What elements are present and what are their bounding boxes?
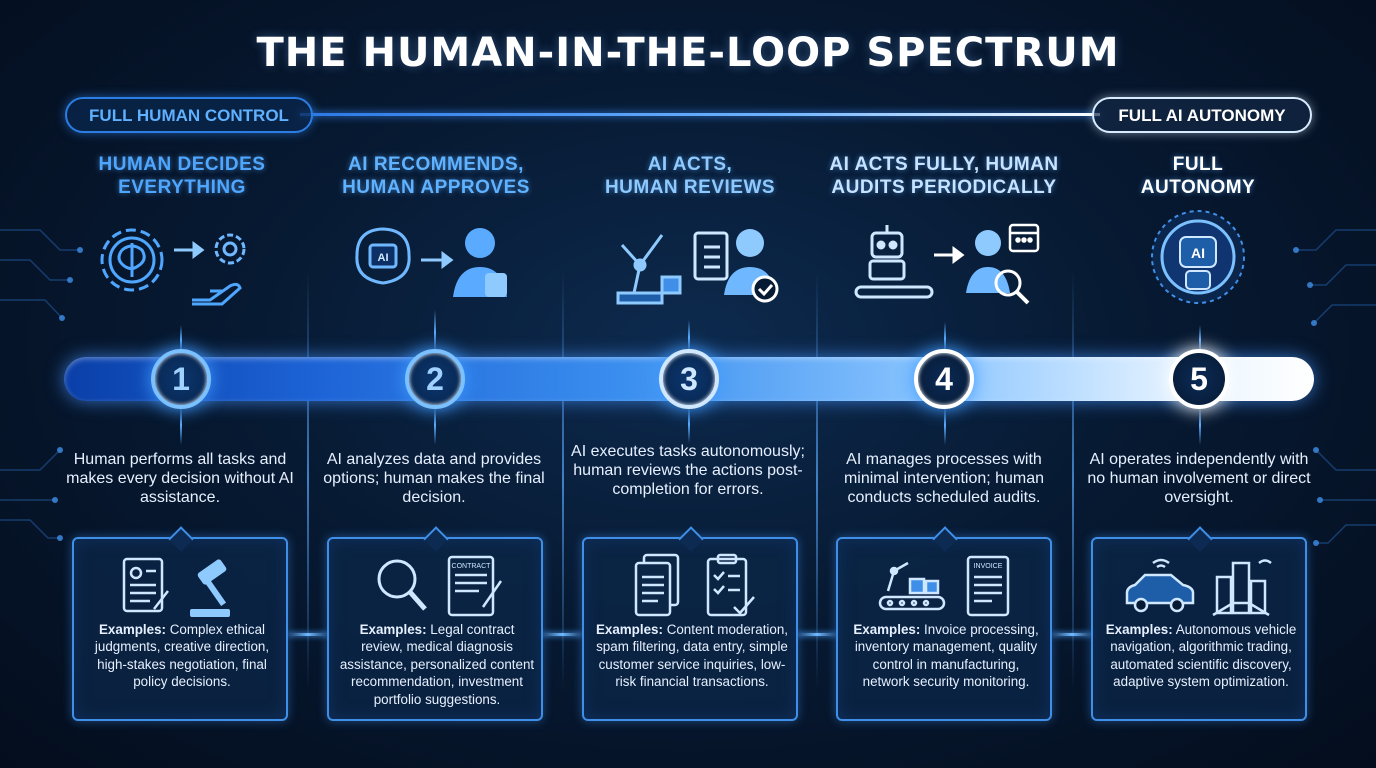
stage-2-description: AI analyzes data and provides options; h… — [323, 451, 545, 506]
factory-conveyor-icon — [878, 561, 946, 611]
stage-1-connector-bottom — [180, 405, 182, 445]
stage-3-connector-top — [688, 320, 690, 355]
full-ai-autonomy-label: FULL AI AUTONOMY — [1092, 97, 1312, 133]
stage-4-examples: Examples: Invoice processing, inventory … — [853, 622, 1039, 690]
stage-1-examples: Examples: Complex ethical judgments, cre… — [94, 622, 270, 690]
person-check-icon — [724, 229, 779, 303]
arrow-right-icon — [934, 246, 965, 264]
person-magnifier-icon — [966, 230, 1030, 305]
ai-robot-label: AI — [1191, 245, 1205, 261]
stage-1-icons — [82, 215, 282, 315]
stage-4-connector-bottom — [944, 405, 946, 445]
invoice-icon — [966, 555, 1010, 617]
stage-2-connector-top — [434, 310, 436, 355]
ai-brain-icon — [355, 227, 411, 285]
card-connector-3 — [797, 633, 837, 636]
stage-5-connector-top — [1199, 325, 1201, 355]
smart-city-icon — [1212, 559, 1272, 617]
stage-2-card-icons: CONTRACT — [377, 555, 503, 617]
stage-5-examples: Examples: Autonomous vehicle navigation,… — [1105, 622, 1297, 690]
stage-3-icons — [600, 215, 800, 315]
robot-conveyor-icon — [854, 225, 934, 299]
stage-5-node: 5 — [1169, 349, 1229, 409]
calendar-icon — [1008, 223, 1040, 253]
stage-1-description: Human performs all tasks and makes every… — [66, 451, 294, 506]
ai-chip-label: AI — [378, 252, 389, 264]
stage-5-card-icons — [1125, 558, 1272, 617]
ai-robot-glow-icon — [1151, 210, 1245, 304]
divider-line-1 — [307, 270, 309, 690]
divider-line-4 — [1072, 270, 1074, 690]
stage-2-icons: AI — [345, 215, 545, 315]
stage-2-heading: AI RECOMMENDS,HUMAN APPROVES — [342, 154, 530, 198]
stage-4-card-icons: INVOICE — [878, 555, 1010, 617]
person-thumbs-up-icon — [453, 228, 507, 297]
divider-line-2 — [562, 270, 564, 690]
stage-3-examples-card: Examples: Content moderation, spam filte… — [582, 526, 798, 721]
gear-icon — [214, 233, 246, 265]
card-connector-1 — [288, 633, 328, 636]
divider-line-3 — [816, 270, 818, 690]
stage-1-examples-card: Examples: Complex ethical judgments, cre… — [72, 526, 288, 721]
robot-arm-icon — [616, 234, 682, 305]
invoice-label: INVOICE — [974, 563, 1003, 570]
stage-5-connector-bottom — [1199, 405, 1201, 445]
stage-1-connector-top — [180, 325, 182, 355]
stage-4-examples-card: INVOICE Examples: Invoice processing, in… — [836, 526, 1052, 721]
magnifier-icon — [377, 559, 427, 611]
stage-2-connector-bottom — [434, 405, 436, 445]
spectrum-axis-line — [300, 113, 1100, 116]
stage-3-heading: AI ACTS,HUMAN REVIEWS — [604, 154, 776, 198]
contract-label: CONTRACT — [452, 563, 492, 570]
brain-gear-icon — [100, 228, 164, 292]
stage-4-icons — [848, 215, 1048, 315]
checklist-icon — [706, 553, 755, 617]
stage-5-icons: AI — [1098, 210, 1298, 315]
stage-2-examples-card: CONTRACT Examples: Legal contract review… — [327, 526, 543, 721]
connected-car-icon — [1125, 558, 1195, 613]
stage-5-examples-card: Examples: Autonomous vehicle navigation,… — [1091, 526, 1307, 721]
stage-3-card-icons — [634, 553, 755, 617]
card-connector-2 — [542, 633, 582, 636]
stage-4-node: 4 — [914, 349, 974, 409]
stage-1-node: 1 — [151, 349, 211, 409]
gavel-icon — [190, 559, 230, 617]
documents-icon — [634, 553, 680, 617]
card-connector-4 — [1052, 633, 1092, 636]
stage-3-connector-bottom — [688, 405, 690, 443]
arrow-right-icon — [421, 251, 454, 269]
page-title: THE HUMAN-IN-THE-LOOP SPECTRUM — [256, 30, 1120, 76]
stage-4-connector-top — [944, 322, 946, 355]
hand-icon — [192, 282, 242, 306]
stage-2-examples: Examples: Legal contract review, medical… — [339, 622, 535, 707]
stage-2-node: 2 — [405, 349, 465, 409]
stage-4-description: AI manages processes with minimal interv… — [843, 451, 1045, 506]
arrow-right-icon — [174, 241, 205, 259]
full-human-control-label: FULL HUMAN CONTROL — [65, 97, 313, 133]
stage-3-description: AI executes tasks autonomously; human re… — [571, 443, 805, 498]
stage-3-node: 3 — [659, 349, 719, 409]
clipboard-checklist-icon — [693, 231, 729, 281]
contract-icon — [447, 555, 503, 617]
stage-3-examples: Examples: Content moderation, spam filte… — [595, 622, 789, 690]
resume-document-icon — [122, 557, 169, 613]
stage-1-card-icons — [122, 557, 230, 617]
stage-5-description: AI operates independently with no human … — [1087, 451, 1311, 506]
